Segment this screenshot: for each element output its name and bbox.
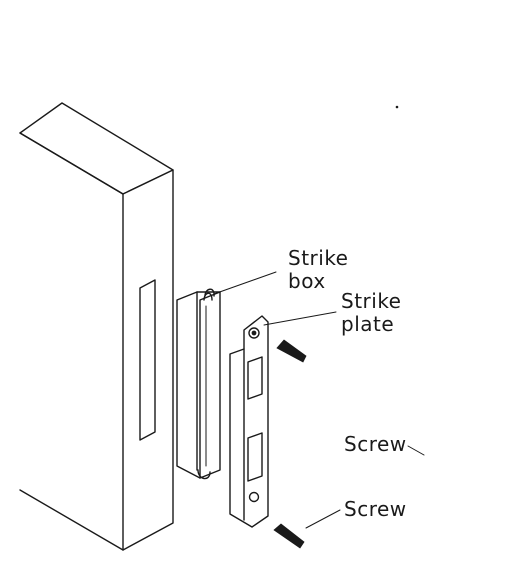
door-frame <box>19 102 174 551</box>
screw-upper-label: Screw <box>344 432 407 456</box>
strike-plate-label-line1: Strike <box>341 289 402 313</box>
screw-upper-leader <box>407 445 425 456</box>
screw-lower-label: Screw <box>344 497 407 521</box>
stray-mark <box>395 105 399 109</box>
strike-plate-leader <box>263 311 337 326</box>
strike-box-label-line1: Strike <box>288 246 349 270</box>
strike-plate-label-line2: plate <box>341 312 394 336</box>
strike-box-leader <box>213 271 277 295</box>
screw-lower-leader <box>305 509 341 529</box>
upper-screw <box>276 339 307 363</box>
mortise-slot <box>139 279 156 441</box>
strike-plate <box>229 315 269 528</box>
strike-box <box>176 288 221 480</box>
strike-box-label-line2: box <box>288 269 326 293</box>
lower-screw <box>273 523 305 549</box>
